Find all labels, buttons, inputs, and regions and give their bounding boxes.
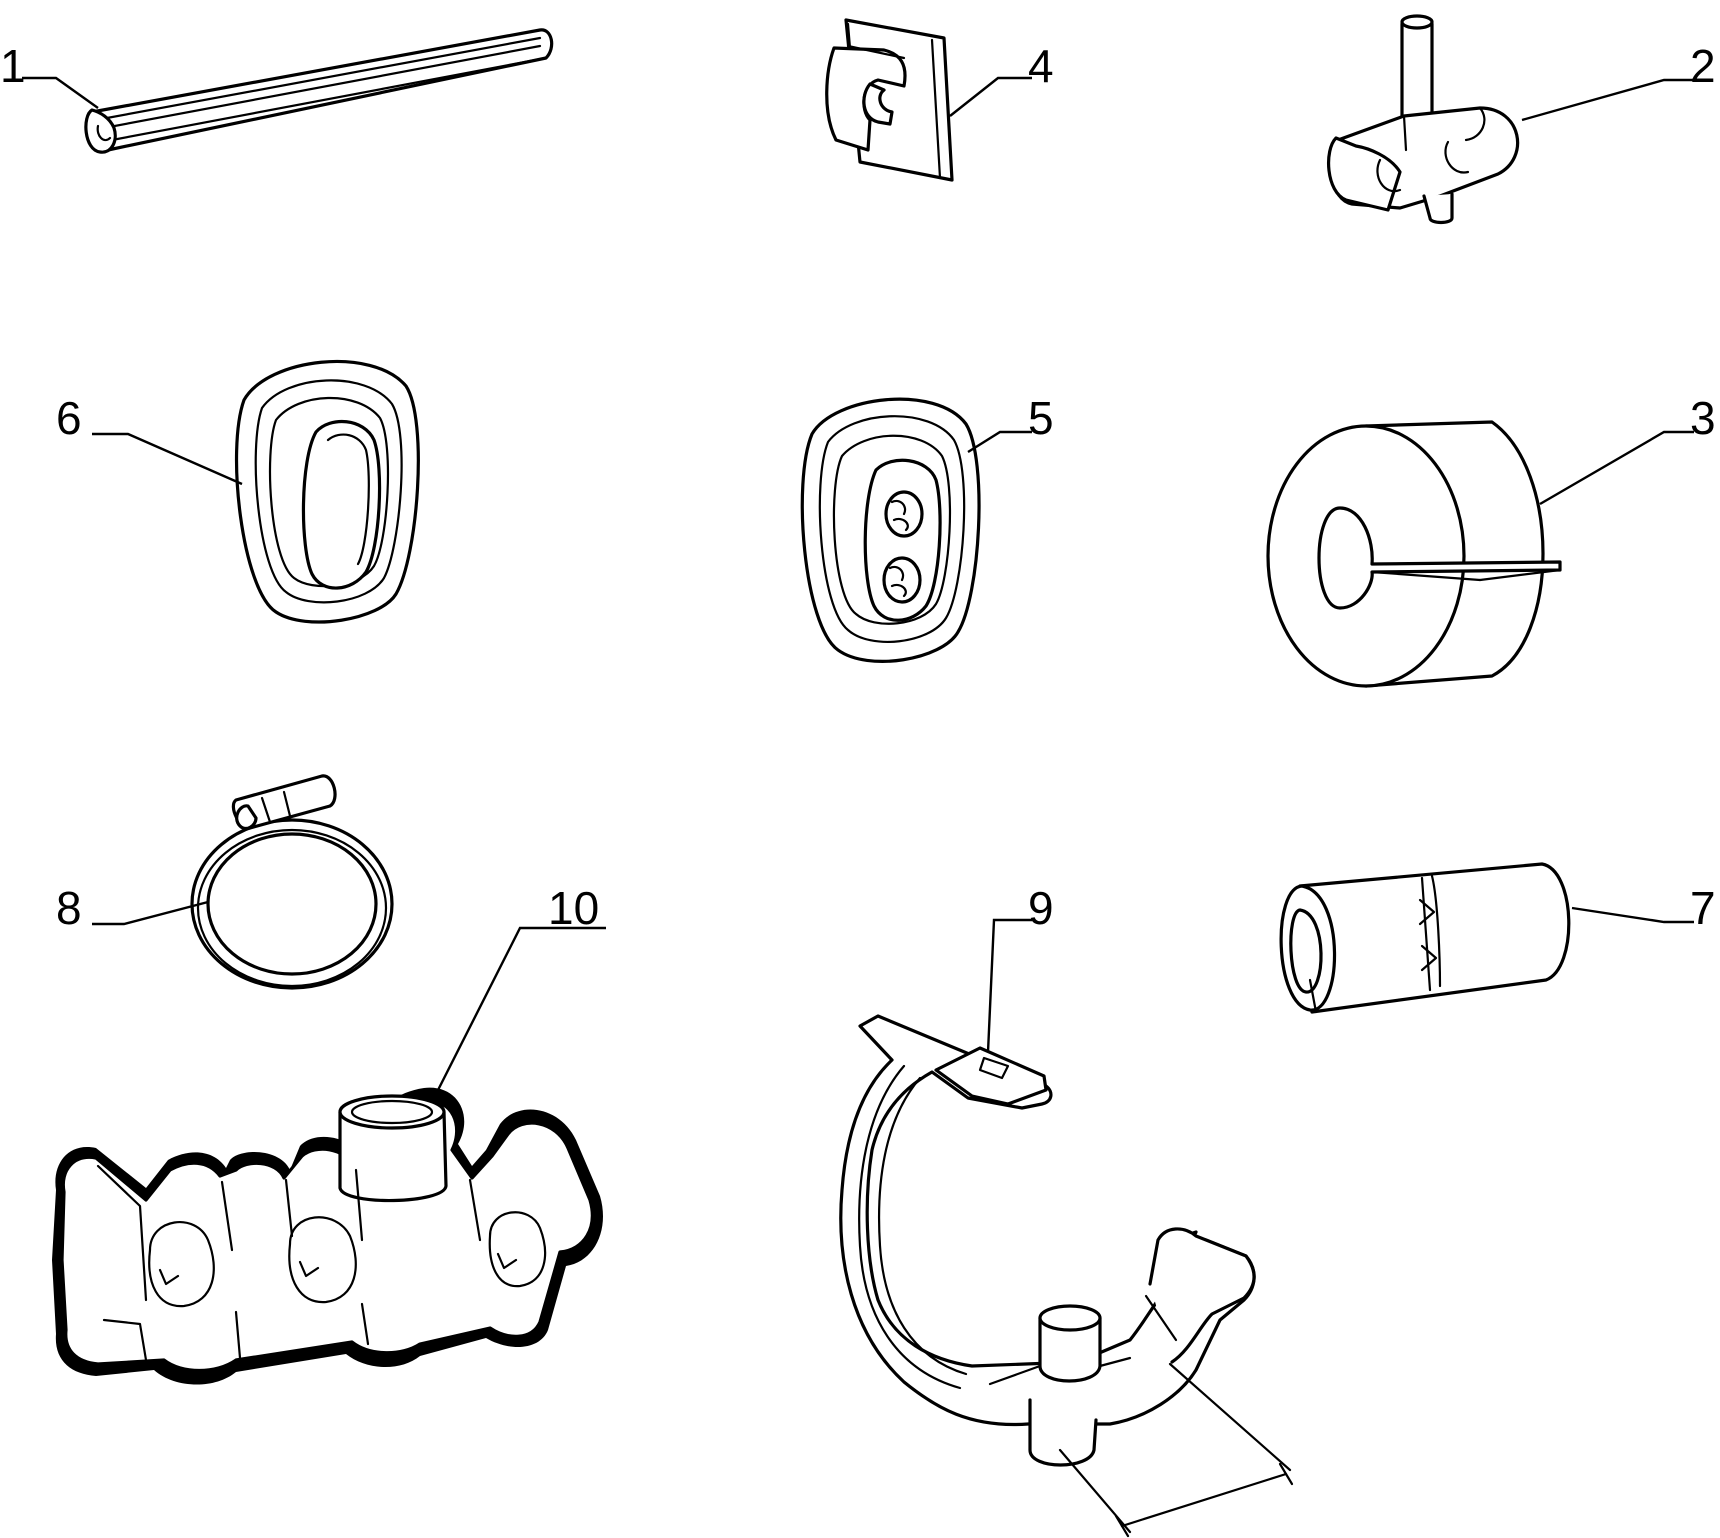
part-8-hose-clamp — [190, 774, 394, 990]
leader-8 — [92, 900, 209, 926]
part-7-sleeve — [1279, 862, 1571, 1014]
leader-lines — [22, 76, 1694, 1099]
part-3-split-bush — [1266, 420, 1562, 688]
callout-7: 7 — [1690, 882, 1716, 934]
callout-labels: 1 4 2 6 5 3 8 10 9 7 — [0, 40, 1716, 934]
callout-1: 1 — [0, 40, 26, 92]
callout-3: 3 — [1690, 392, 1716, 444]
callout-10: 10 — [548, 882, 599, 934]
callout-4: 4 — [1028, 40, 1054, 92]
callout-2: 2 — [1690, 40, 1716, 92]
leader-6 — [92, 432, 243, 486]
callout-9: 9 — [1028, 882, 1054, 934]
leader-7 — [1571, 906, 1694, 924]
leader-3 — [1539, 430, 1694, 506]
part-10-multi-pipe-clip — [52, 1087, 603, 1385]
leader-2 — [1521, 78, 1694, 122]
part-5-twin-hole-grommet — [800, 397, 981, 663]
leader-4 — [949, 76, 1032, 117]
part-1-edge-trim — [84, 28, 554, 154]
callout-5: 5 — [1028, 392, 1054, 444]
leader-5 — [967, 430, 1032, 454]
callout-8: 8 — [56, 882, 82, 934]
leader-9 — [986, 918, 1032, 1053]
part-6-oval-grommet — [234, 359, 420, 624]
part-9-pipe-bracket — [839, 1014, 1294, 1538]
leader-1 — [22, 76, 99, 109]
callout-6: 6 — [56, 392, 82, 444]
leader-10 — [432, 926, 606, 1099]
part-4-clip-nut — [825, 18, 954, 182]
part-2-pin-clip — [1327, 14, 1520, 225]
